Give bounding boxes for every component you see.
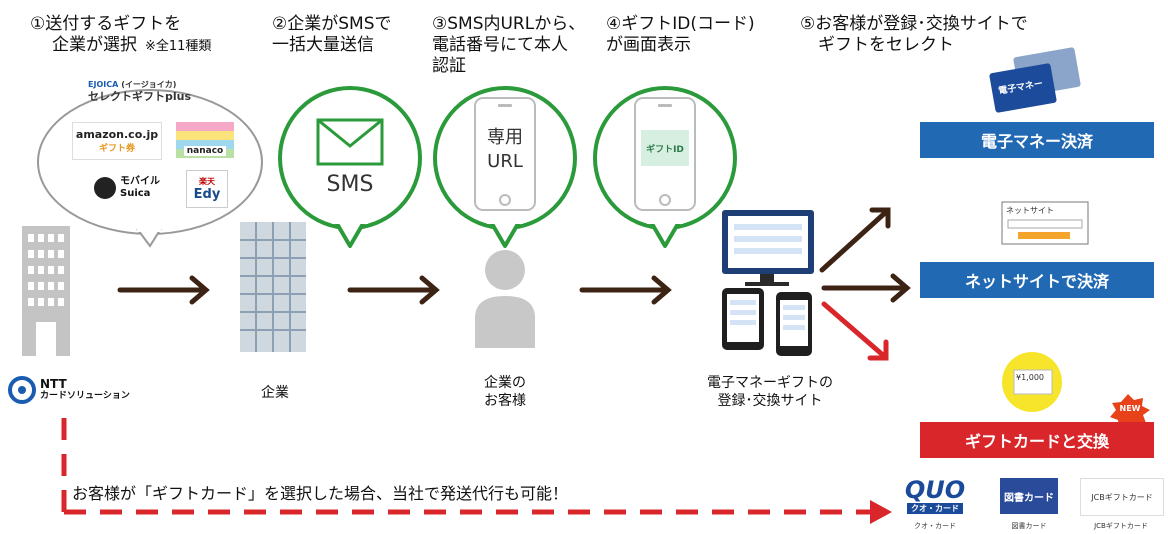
step-1: ①送付するギフトを 企業が選択 ※全11種類 bbox=[30, 14, 211, 57]
step-1-line2: 企業が選択 bbox=[52, 35, 137, 55]
step-4-line2: が画面表示 bbox=[606, 35, 691, 55]
suica-penguin-icon bbox=[94, 177, 116, 199]
customer-line2: お客様 bbox=[484, 393, 526, 409]
amazon-gift-logo: amazon.co.jp ギフト券 bbox=[72, 122, 162, 160]
customer-person-icon bbox=[475, 250, 535, 348]
phone-icon bbox=[776, 292, 812, 356]
new-badge-icon bbox=[1110, 394, 1150, 430]
step-3: ③SMS内URLから、 電話番号にて本人 認証 bbox=[432, 14, 585, 77]
ejoica-header: EJOICA(イージョイカ) セレクトギフトplus bbox=[88, 80, 218, 104]
url-line1: 専用 bbox=[487, 127, 523, 148]
bottom-note: お客様が「ギフトカード」を選択した場合、当社で発送代行も可能！ bbox=[72, 484, 569, 503]
rakuten-label: 楽天 bbox=[199, 177, 215, 186]
ntt-building-icon bbox=[22, 226, 70, 356]
customer-caption: 企業の お客様 bbox=[470, 374, 540, 410]
flow-arrows bbox=[117, 207, 911, 305]
emoney-payment-banner: 電子マネー決済 bbox=[920, 122, 1154, 158]
giftcard-coin-icon bbox=[1002, 352, 1062, 412]
quo-card-logo: QUO クオ・カード bbox=[904, 474, 966, 516]
edy-label: Edy bbox=[193, 187, 221, 202]
step-1-note: ※全11種類 bbox=[145, 39, 212, 54]
suica-sub: Suica bbox=[120, 188, 151, 199]
company-caption: 企業 bbox=[261, 385, 289, 401]
ntt-name: NTT bbox=[40, 377, 67, 391]
company-building-icon bbox=[240, 222, 306, 352]
step-3-line2: 電話番号にて本人 bbox=[432, 35, 568, 55]
step-2-line1: ②企業がSMSで bbox=[272, 14, 392, 34]
smartphone-giftid-icon bbox=[634, 97, 696, 211]
new-badge-label: NEW bbox=[1119, 404, 1141, 413]
step-3-line3: 認証 bbox=[432, 56, 466, 76]
jcb-caption: JCBギフトカード bbox=[1094, 522, 1148, 530]
step-4: ④ギフトID(コード) が画面表示 bbox=[606, 14, 755, 56]
quo-caption: クオ・カード bbox=[914, 522, 956, 530]
desktop-monitor-icon bbox=[722, 210, 814, 286]
site-line1: 電子マネーギフトの bbox=[707, 375, 833, 391]
step-1-line1: ①送付するギフトを bbox=[30, 14, 182, 34]
ejoica-title: セレクトギフトplus bbox=[88, 90, 192, 103]
step-5-line1: ⑤お客様が登録･交換サイトで bbox=[800, 14, 1028, 34]
red-arrow bbox=[821, 301, 889, 361]
url-line2: URL bbox=[487, 151, 523, 172]
giftcard-exchange-banner: ギフトカードと交換 bbox=[920, 422, 1154, 458]
jcb-logo-text: JCBギフトカード bbox=[1091, 492, 1153, 502]
site-line2: 登録･交換サイト bbox=[717, 393, 823, 409]
nanaco-logo: nanaco bbox=[176, 122, 234, 158]
ejoica-brand: EJOICA bbox=[88, 80, 119, 89]
tosho-caption: 図書カード bbox=[1011, 522, 1047, 530]
ntt-logo-icon bbox=[8, 376, 36, 404]
site-caption: 電子マネーギフトの 登録･交換サイト bbox=[690, 374, 850, 410]
jcb-gift-card-logo: JCBギフトカード bbox=[1080, 478, 1164, 516]
step-5: ⑤お客様が登録･交換サイトで ギフトをセレクト bbox=[800, 14, 1028, 56]
gift-speech-bubble bbox=[37, 89, 263, 248]
mobile-suica-logo: モバイル Suica bbox=[84, 172, 170, 204]
dashed-route-arrowhead bbox=[870, 500, 892, 524]
tablet-icon bbox=[722, 288, 764, 350]
url-label: 専用 URL bbox=[475, 126, 535, 174]
amazon-label: amazon.co.jp bbox=[75, 128, 159, 141]
netsite-window-title: ネットサイト bbox=[1006, 206, 1054, 215]
gift-id-label: ギフトID bbox=[646, 145, 684, 155]
step-2: ②企業がSMSで 一括大量送信 bbox=[272, 14, 392, 56]
ntt-sub: カードソリューション bbox=[40, 391, 130, 401]
netsite-window-icon bbox=[1001, 201, 1089, 245]
sms-label: SMS bbox=[326, 172, 374, 197]
tosho-logo-text: 図書カード bbox=[1004, 492, 1054, 504]
smartphone-url-icon bbox=[474, 97, 536, 211]
tosho-card-logo: 図書カード bbox=[1000, 478, 1058, 514]
giftcard-value: ¥1,000 bbox=[1016, 373, 1044, 382]
netsite-payment-banner: ネットサイトで決済 bbox=[920, 262, 1154, 298]
step-4-line1: ④ギフトID(コード) bbox=[606, 14, 755, 34]
amazon-sub: ギフト券 bbox=[98, 144, 135, 154]
rakuten-edy-logo: 楽天 Edy bbox=[186, 170, 228, 208]
quo-logo-sub: クオ・カード bbox=[907, 502, 963, 514]
ejoica-tag: (イージョイカ) bbox=[121, 80, 177, 89]
suica-label: モバイル bbox=[120, 176, 160, 187]
customer-line1: 企業の bbox=[484, 375, 526, 391]
quo-logo-text: QUO bbox=[904, 475, 966, 504]
nanaco-label: nanaco bbox=[183, 146, 227, 156]
step-2-line2: 一括大量送信 bbox=[272, 35, 374, 55]
ntt-logo-text: NTT カードソリューション bbox=[40, 378, 130, 402]
dashed-route bbox=[61, 418, 876, 515]
step-5-line2: ギフトをセレクト bbox=[818, 35, 954, 55]
emoney-card-icon bbox=[989, 47, 1081, 113]
step-3-line1: ③SMS内URLから、 bbox=[432, 14, 586, 34]
envelope-icon bbox=[316, 118, 384, 166]
